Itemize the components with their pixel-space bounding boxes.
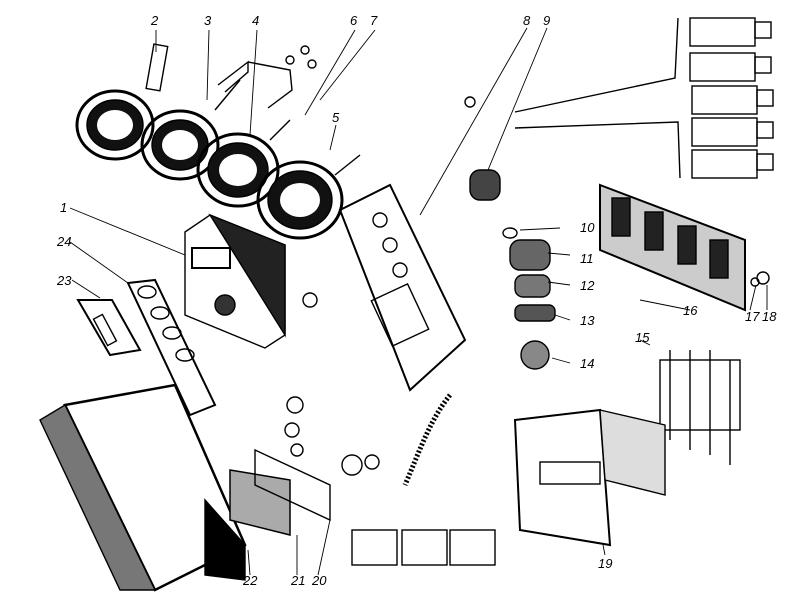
callout-17: 17 — [745, 309, 760, 324]
callout-15: 15 — [635, 330, 650, 345]
leader-lines — [69, 27, 768, 576]
fuse-block — [659, 350, 741, 465]
callout-16: 16 — [683, 303, 698, 318]
relay-stack — [514, 17, 774, 179]
callout-4: 4 — [252, 13, 259, 28]
switch-14 — [520, 340, 550, 370]
callout-21: 21 — [290, 573, 305, 588]
switch-13 — [514, 304, 556, 322]
callout-7: 7 — [370, 13, 378, 28]
callout-13: 13 — [580, 313, 595, 328]
connector-plates — [351, 529, 496, 566]
corrugated-hose — [402, 393, 452, 486]
callout-12: 12 — [580, 278, 595, 293]
switch-block — [599, 183, 746, 312]
callout-8: 8 — [523, 13, 531, 28]
gauge-4 — [196, 119, 291, 208]
callout-11: 11 — [580, 251, 594, 266]
panel-8 — [338, 183, 467, 392]
mounting-bracket — [217, 45, 317, 109]
callout-18: 18 — [762, 309, 777, 324]
cover-strip-24 — [126, 278, 217, 417]
display-unit-1 — [184, 213, 286, 349]
gauge-3 — [140, 79, 241, 181]
callout-24: 24 — [56, 234, 71, 249]
callout-3: 3 — [204, 13, 212, 28]
callout-1: 1 — [60, 200, 67, 215]
switch-9 — [469, 169, 501, 201]
panel-housing-22 — [39, 383, 247, 592]
callout-labels: 1 2 3 4 5 6 7 8 9 10 11 12 13 14 15 16 1… — [56, 13, 777, 588]
gauge-2 — [75, 43, 169, 161]
callout-6: 6 — [350, 13, 358, 28]
callout-10: 10 — [580, 220, 595, 235]
switch-12 — [514, 274, 551, 298]
fasteners — [284, 96, 770, 476]
callout-23: 23 — [56, 273, 72, 288]
lamp-21 — [229, 469, 291, 536]
frame-23 — [76, 299, 142, 357]
callout-14: 14 — [580, 356, 594, 371]
callout-2: 2 — [150, 13, 159, 28]
switch-11 — [509, 239, 551, 271]
callout-20: 20 — [311, 573, 327, 588]
callout-19: 19 — [598, 556, 612, 571]
fuse-cover-19 — [513, 408, 666, 547]
callout-22: 22 — [242, 573, 258, 588]
callout-9: 9 — [543, 13, 550, 28]
callout-5: 5 — [332, 110, 340, 125]
lamp-10 — [502, 227, 518, 239]
gauge-5 — [256, 154, 361, 240]
